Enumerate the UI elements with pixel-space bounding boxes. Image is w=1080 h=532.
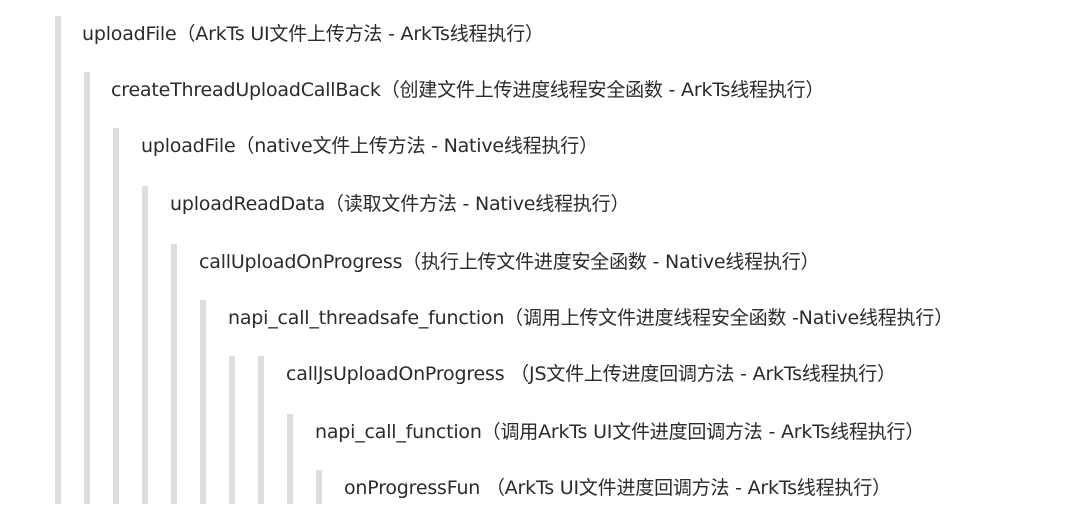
call-row-on-progress-fun: onProgressFun （ArkTs UI文件进度回调方法 - ArkTs线…: [344, 477, 891, 499]
indent-bar-level-7b: [258, 356, 264, 504]
indent-bar-level-4: [142, 186, 148, 504]
indent-bar-level-8: [287, 414, 293, 504]
call-row-create-thread-upload-callback: createThreadUploadCallBack（创建文件上传进度线程安全函…: [111, 79, 825, 101]
call-row-napi-call-function: napi_call_function（调用ArkTs UI文件进度回调方法 - …: [315, 421, 925, 443]
indent-bar-level-1: [55, 16, 61, 504]
call-row-napi-call-threadsafe-function: napi_call_threadsafe_function（调用上传文件进度线程…: [228, 307, 953, 329]
indent-bar-level-9: [316, 470, 322, 504]
call-row-upload-file-native: uploadFile（native文件上传方法 - Native线程执行）: [141, 135, 598, 157]
indent-bar-level-7a: [229, 356, 235, 504]
call-row-call-upload-on-progress: callUploadOnProgress（执行上传文件进度安全函数 - Nati…: [199, 251, 820, 273]
call-row-upload-read-data: uploadReadData（读取文件方法 - Native线程执行）: [170, 193, 630, 215]
indent-bar-level-3: [113, 128, 119, 504]
indent-bar-level-2: [84, 72, 90, 504]
call-row-upload-file-arkts: uploadFile（ArkTs UI文件上传方法 - ArkTs线程执行）: [82, 23, 544, 45]
call-row-call-js-upload-on-progress: callJsUploadOnProgress （JS文件上传进度回调方法 - A…: [286, 363, 896, 385]
indent-bar-level-6: [200, 300, 206, 504]
indent-bar-level-5: [171, 244, 177, 504]
